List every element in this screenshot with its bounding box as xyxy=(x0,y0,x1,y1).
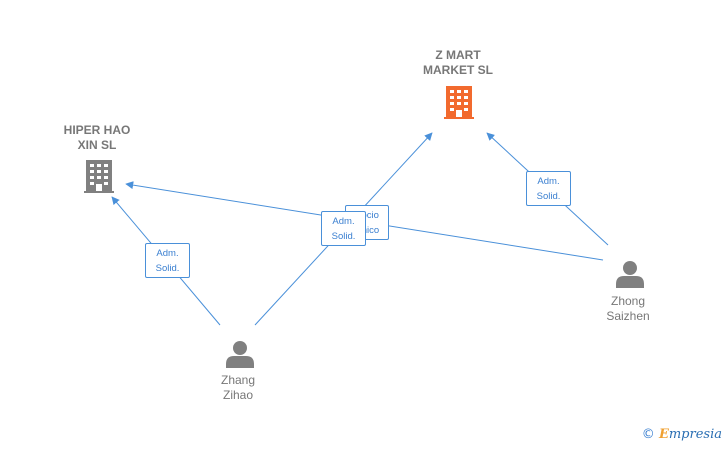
company-label-z-mart[interactable]: Z MART MARKET SL xyxy=(423,48,493,77)
building-icon xyxy=(444,86,474,119)
company-label-hiper-hao[interactable]: HIPER HAO XIN SL xyxy=(63,123,131,152)
edge-label-zhang-zmart: Adm. Solid. xyxy=(321,211,366,246)
brand-name: mpresia xyxy=(668,427,722,442)
edge-label-zhong-zmart: Adm. Solid. xyxy=(526,171,571,206)
edge-label-zhang-hiper: Adm. Solid. xyxy=(145,243,190,278)
person-label-zhong[interactable]: Zhong Saizhen xyxy=(606,294,650,323)
building-icon xyxy=(84,160,114,193)
brand-logo: © Empresia xyxy=(642,427,722,442)
copyright-symbol: © xyxy=(641,427,655,442)
person-label-zhang[interactable]: Zhang Zihao xyxy=(220,373,256,402)
brand-initial: E xyxy=(658,427,669,442)
person-icon xyxy=(616,261,644,288)
person-icon xyxy=(226,341,254,368)
